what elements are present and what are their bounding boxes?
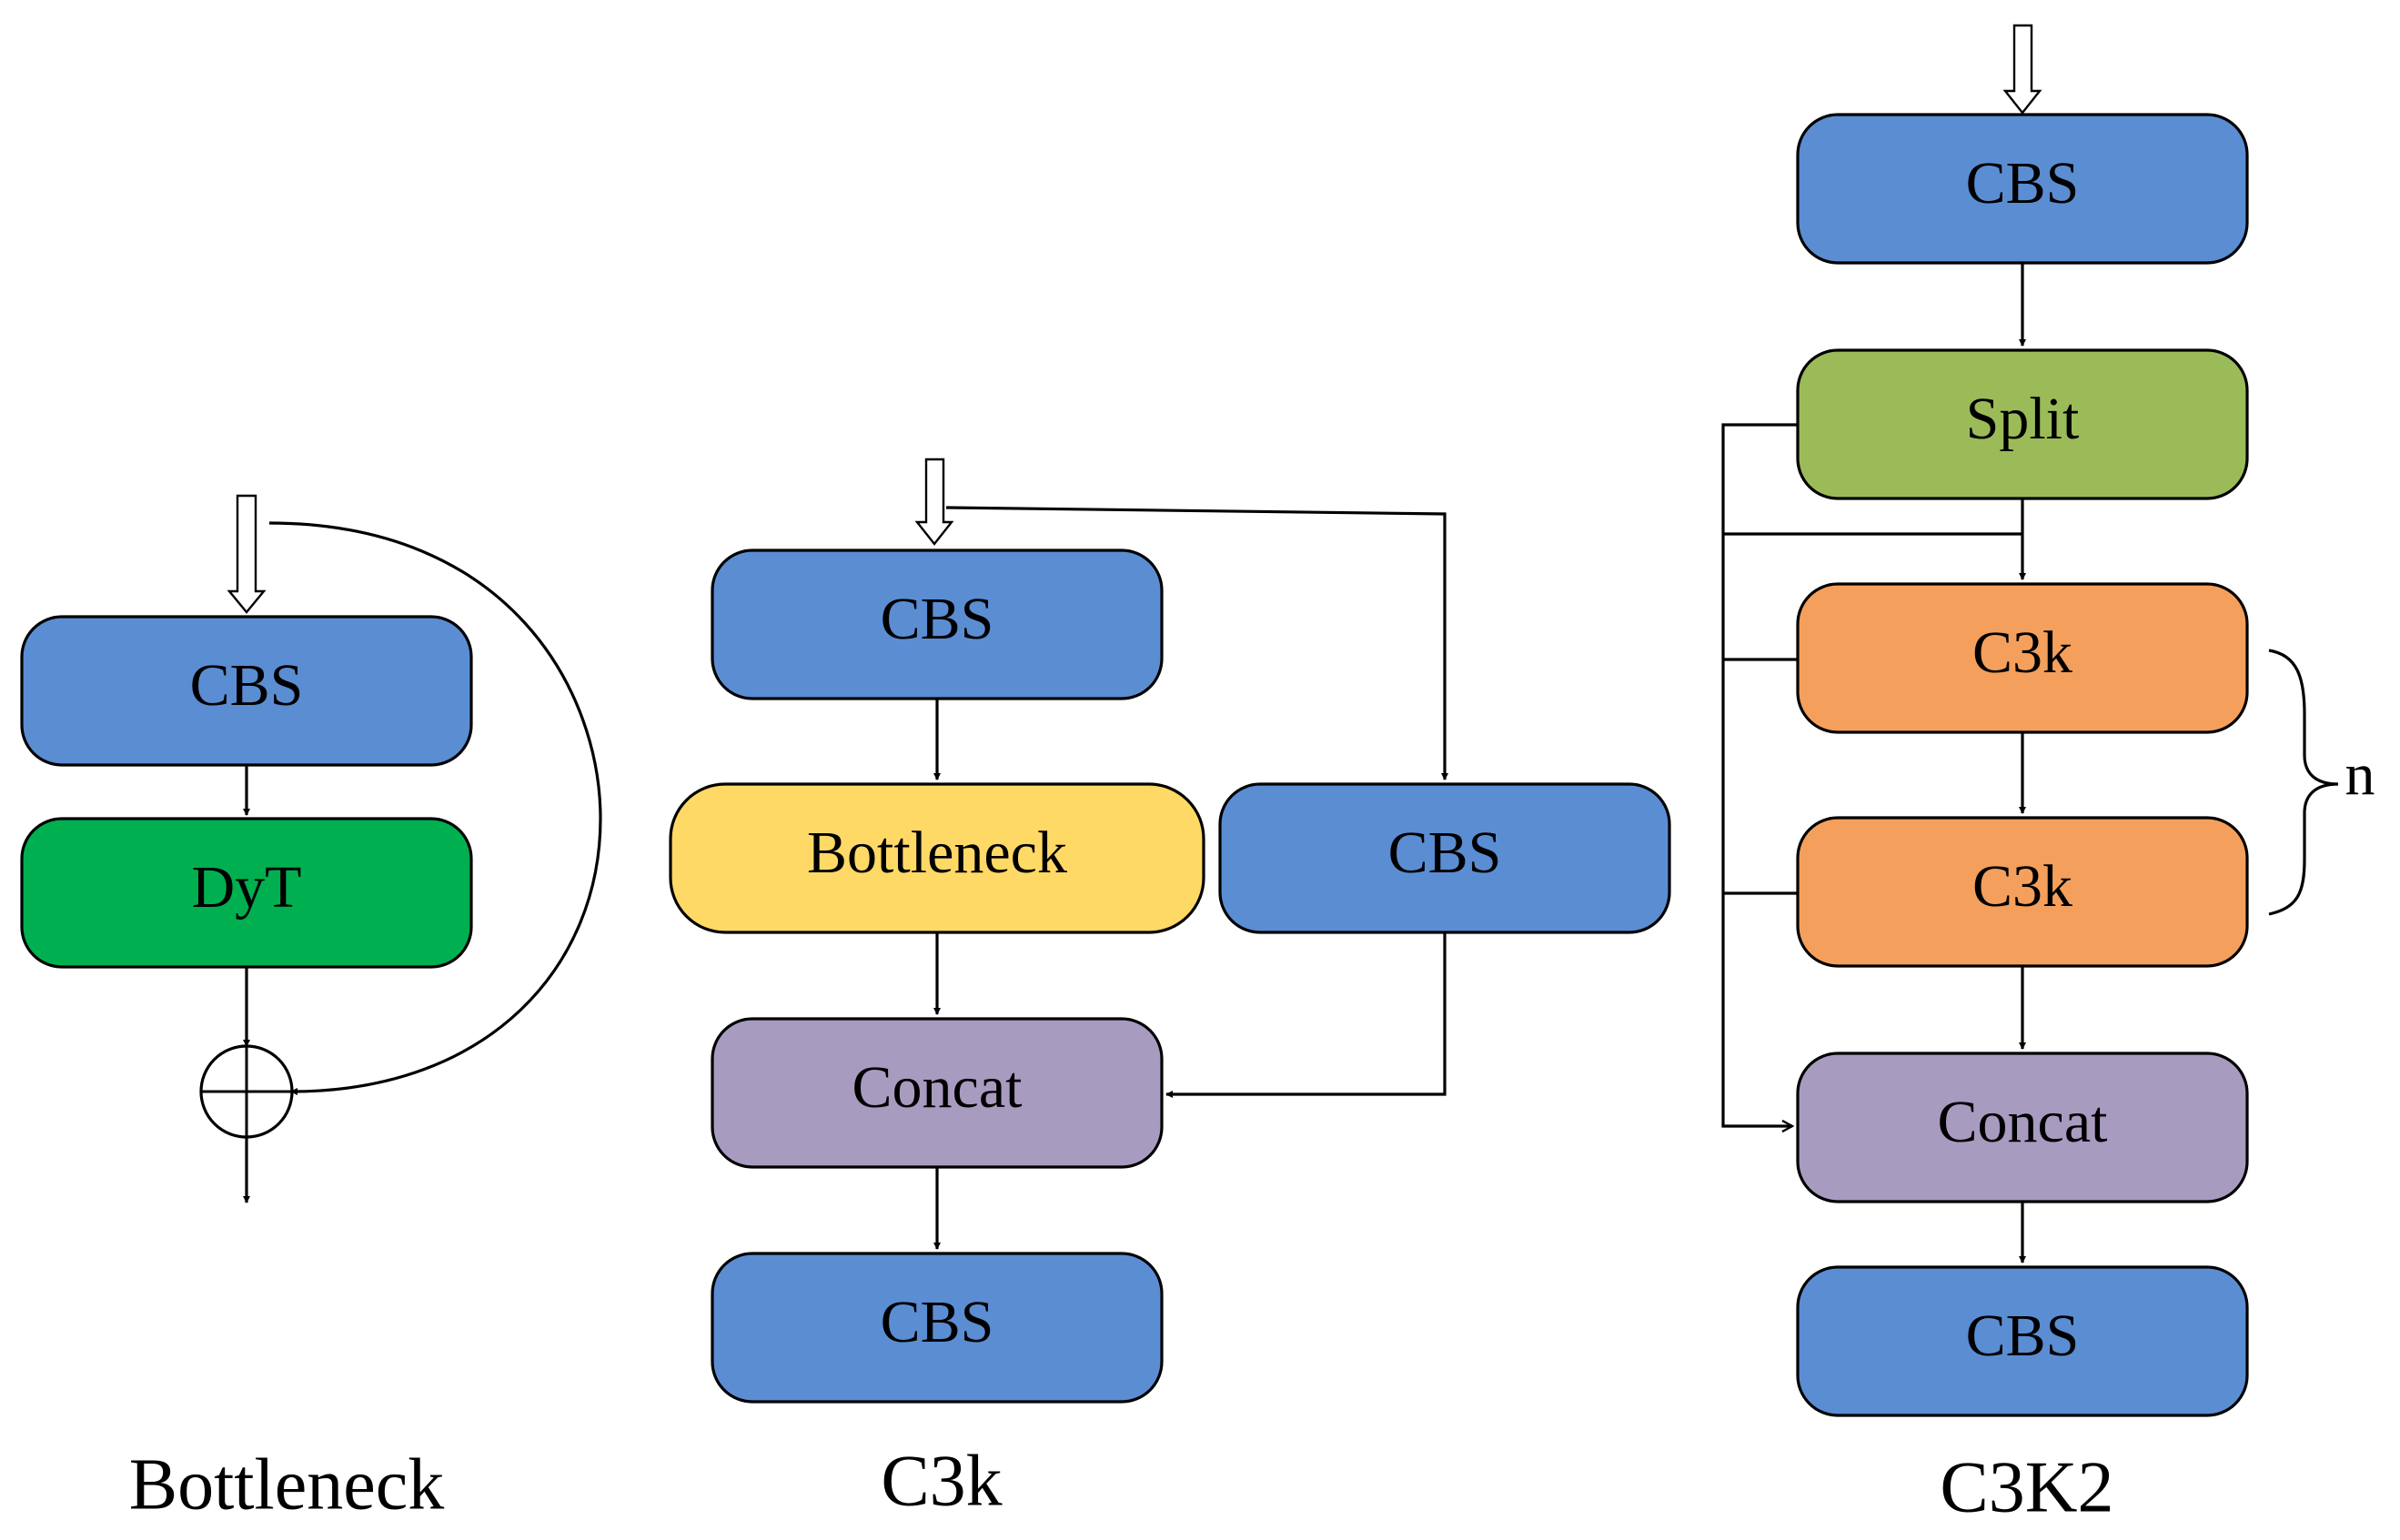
split-block-label: Split [1966, 386, 2080, 452]
merge-connection [1165, 932, 1447, 1098]
repeat-count-label: n [2345, 741, 2375, 808]
concat-block-label: Concat [852, 1054, 1023, 1121]
bottleneck-caption: Bottleneck [129, 1444, 445, 1525]
cbs-block-label: CBS [881, 1289, 994, 1355]
cbs-block-label: CBS [1966, 150, 2080, 216]
cbs-block [711, 1252, 1164, 1404]
cbs-block-label: CBS [190, 652, 304, 719]
c3k-panel: CBS Bottleneck CBS Concat CBS C3k [669, 458, 1671, 1521]
cbs-block-label: CBS [881, 586, 994, 652]
c3k2-caption: C3K2 [1940, 1447, 2113, 1527]
cbs-block-label: CBS [1966, 1303, 2080, 1369]
c3k-caption: C3k [881, 1441, 1002, 1521]
input-arrow [2002, 24, 2042, 115]
residual-connection [268, 521, 602, 1095]
cbs-block [1796, 1265, 2249, 1417]
concat-block-label: Concat [1938, 1089, 2108, 1155]
bottleneck-panel: CBS DyT Bottleneck [20, 494, 602, 1525]
bottleneck-block-label: Bottleneck [807, 820, 1067, 886]
repeat-brace [2268, 649, 2339, 916]
branch-connection [945, 506, 1448, 780]
dyt-block-label: DyT [192, 854, 302, 921]
input-arrow [227, 494, 267, 614]
cbs-block-label: CBS [1388, 820, 1502, 886]
split-bypass-connection [1721, 423, 1798, 1126]
c3k-block-label: C3k [1972, 619, 2072, 686]
c3k2-panel: CBS Split C3k C3k n Concat CBS C3K2 [1721, 24, 2375, 1527]
input-arrow [914, 458, 954, 546]
c3k-block-label: C3k [1972, 853, 2072, 920]
add-icon [199, 1044, 294, 1139]
